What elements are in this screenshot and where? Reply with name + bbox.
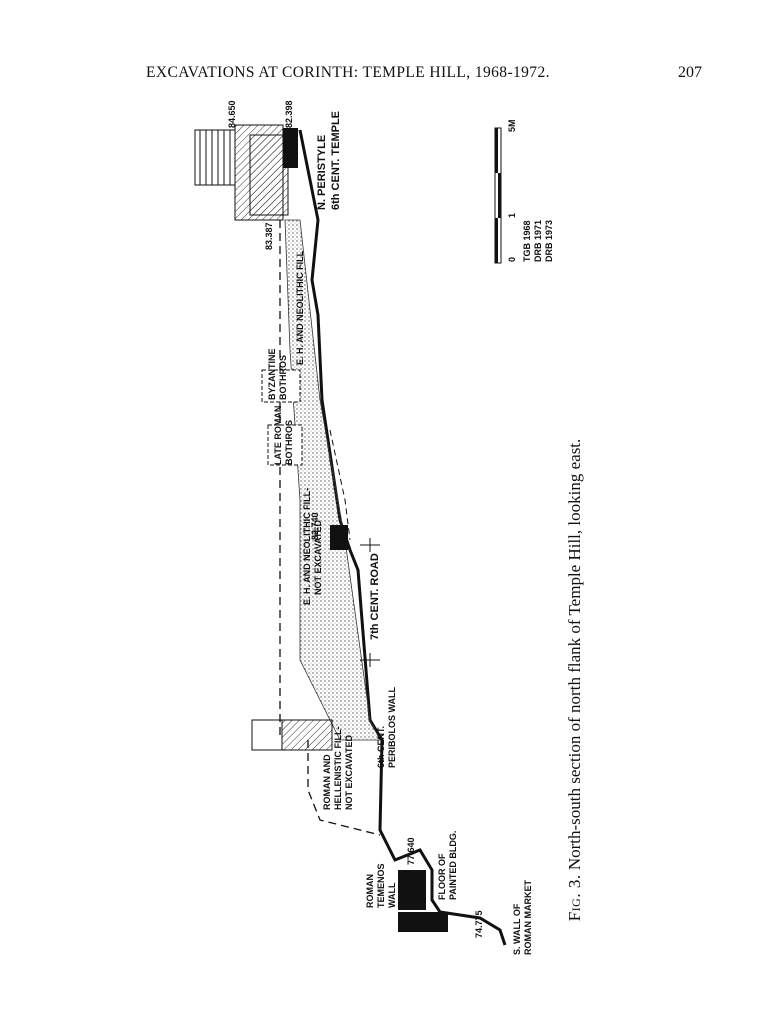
label-temple: 6th CENT. TEMPLE <box>330 111 342 210</box>
market-wall <box>398 912 448 932</box>
running-title: EXCAVATIONS AT CORINTH: TEMPLE HILL, 196… <box>146 64 550 81</box>
elevation-2: 82.398 <box>284 100 294 128</box>
elevation-1: 84.650 <box>227 100 237 128</box>
credit-3: DRB 1973 <box>544 220 554 262</box>
late-roman-bothros <box>267 424 303 466</box>
scale-one: 1 <box>507 213 517 218</box>
label-temenos-1: ROMAN <box>365 874 375 908</box>
label-market-1: S. WALL OF <box>512 903 522 955</box>
byzantine-bothros <box>261 369 301 403</box>
reconstruction-line-2 <box>307 740 381 836</box>
label-eh-neolithic-fill-upper: E. H. AND NEOLITHIC FILL <box>295 250 305 365</box>
label-roman-fill-1: ROMAN AND <box>322 754 332 810</box>
figure-number: Fig. 3. <box>565 874 584 922</box>
elevation-5: 77.640 <box>406 837 416 865</box>
peribolos-wall-block <box>251 719 283 751</box>
temple-stylobate <box>234 124 298 221</box>
peribolos-foundation <box>281 719 333 751</box>
reconstruction-line-3 <box>329 429 351 541</box>
temenos-wall <box>398 870 426 910</box>
section-figure: N. PERISTYLE 6th CENT. TEMPLE E. H. AND … <box>0 100 773 980</box>
scale-zero: 0 <box>507 257 517 262</box>
label-peribolos-1: 6th CENT. <box>376 726 386 768</box>
elevation-4: 82.740 <box>310 512 320 540</box>
label-late-roman: LATE ROMAN <box>273 406 283 465</box>
section-drawing: N. PERISTYLE 6th CENT. TEMPLE E. H. AND … <box>194 100 554 955</box>
label-byzantine-bothros: BOTHROS <box>278 355 288 400</box>
road-arrow-south <box>360 653 380 667</box>
label-temenos-3: WALL <box>387 882 397 908</box>
label-temenos-2: TEMENOS <box>376 863 386 908</box>
running-header: EXCAVATIONS AT CORINTH: TEMPLE HILL, 196… <box>146 64 702 88</box>
elevation-3: 83.387 <box>264 222 274 250</box>
label-peribolos-2: PERIBOLOS WALL <box>387 686 397 768</box>
label-floor-1: FLOOR OF <box>437 853 447 900</box>
temple-columns <box>194 129 236 186</box>
road-arrow-north <box>360 538 380 552</box>
caption-text: North-south section of north flank of Te… <box>565 438 584 871</box>
figure-caption: Fig. 3. North-south section of north fla… <box>565 439 585 922</box>
label-byzantine: BYZANTINE <box>267 349 277 401</box>
label-not-excavated-1: NOT EXCAVATED <box>313 519 323 595</box>
label-north-peristyle: N. PERISTYLE <box>316 135 328 210</box>
label-late-roman-bothros: BOTHROS <box>284 420 294 465</box>
road-wall-block <box>330 525 348 550</box>
label-eh-neolithic-fill-lower: E. H. AND NEOLITHIC FILL- <box>302 488 312 605</box>
label-market-2: ROMAN MARKET <box>523 880 533 955</box>
credit-2: DRB 1971 <box>533 220 543 262</box>
elevation-6: 74.775 <box>474 910 484 938</box>
scale-bar: 0 1 5M <box>494 119 517 264</box>
label-floor-2: PAINTED BLDG. <box>448 831 458 900</box>
page-number: 207 <box>678 64 702 81</box>
credit-1: TGB 1968 <box>522 220 532 262</box>
label-roman-fill-2: HELLENISTIC FILL- <box>333 727 343 811</box>
scale-five: 5M <box>507 119 517 132</box>
figure-caption-box: Fig. 3. North-south section of north fla… <box>540 370 610 990</box>
label-road: 7th CENT. ROAD <box>369 553 381 640</box>
label-roman-fill-3: NOT EXCAVATED <box>344 734 354 810</box>
